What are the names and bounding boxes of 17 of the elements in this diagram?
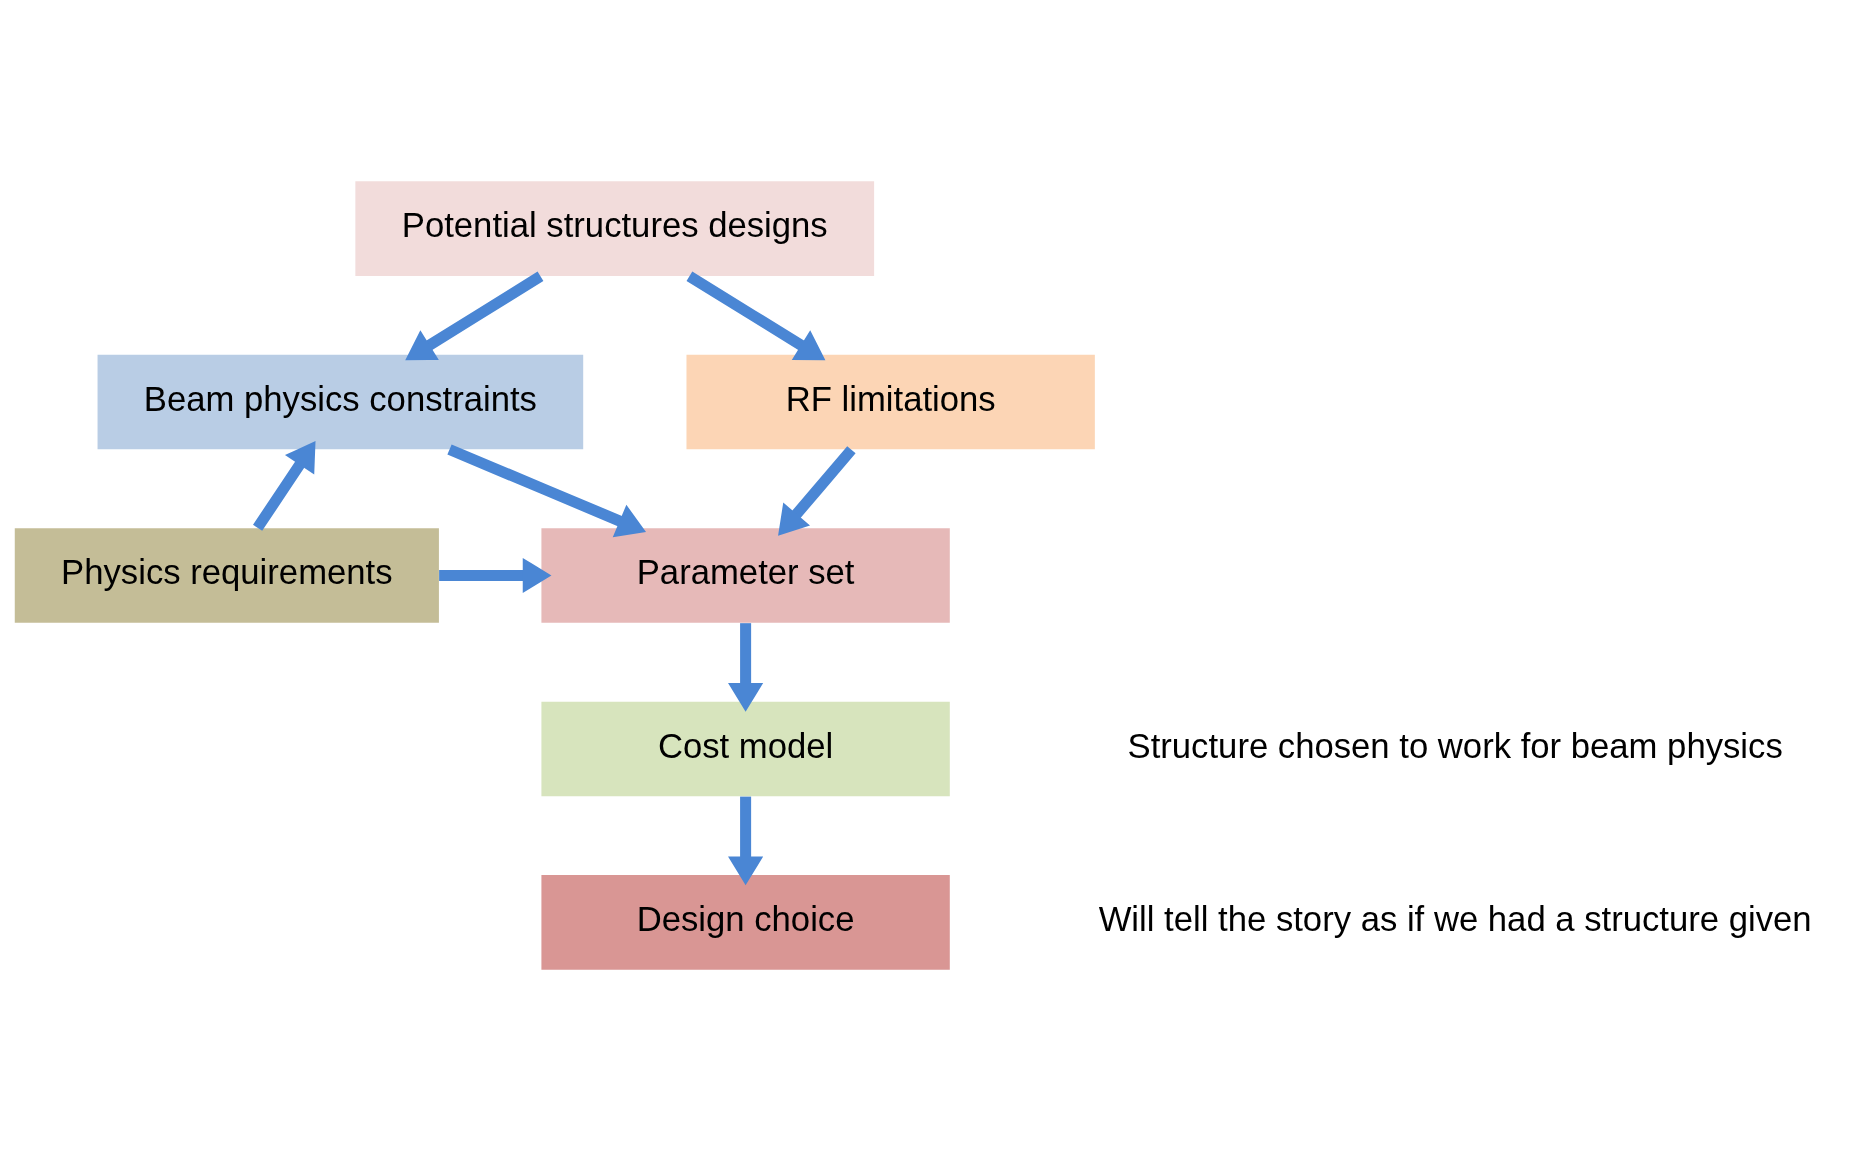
arrow bbox=[686, 271, 826, 361]
label: Structure chosen to work for beam physics bbox=[1127, 726, 1783, 765]
node-box: Design choice bbox=[541, 875, 950, 970]
arrow bbox=[447, 444, 647, 538]
node-box: RF limitations bbox=[686, 354, 1095, 450]
arrow bbox=[728, 796, 764, 886]
arrow bbox=[778, 446, 856, 536]
arrow bbox=[439, 557, 552, 594]
node-box: Physics requirements bbox=[14, 528, 439, 623]
arrow bbox=[253, 440, 316, 531]
label: Will tell the story as if we had a structure given bbox=[1098, 900, 1812, 939]
node-box: Beam physics constraints bbox=[97, 354, 584, 450]
arrow bbox=[728, 623, 764, 712]
node-box: Cost model bbox=[541, 701, 950, 797]
node-box: Parameter set bbox=[541, 528, 950, 623]
arrow bbox=[405, 271, 544, 361]
node-box: Potential structures designs bbox=[355, 181, 875, 276]
